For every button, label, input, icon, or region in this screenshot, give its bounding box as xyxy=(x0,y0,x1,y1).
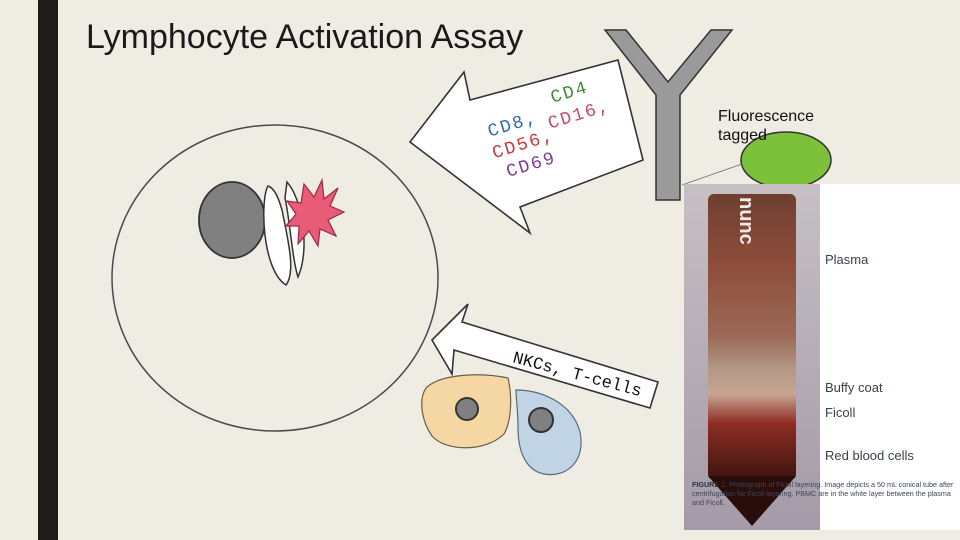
lower-arrow xyxy=(430,303,660,409)
target-cell xyxy=(111,124,439,432)
target-cell-nucleus xyxy=(198,181,266,259)
slide-title: Lymphocyte Activation Assay xyxy=(86,18,524,56)
ficoll-tube-photo: nunc xyxy=(684,184,820,530)
layer-label-ficoll: Ficoll xyxy=(825,405,856,420)
tube-tip xyxy=(708,476,796,526)
fluorescence-label: Fluorescence tagged xyxy=(718,107,814,145)
fluorescence-label-line1: Fluorescence xyxy=(718,108,815,125)
effector-cell-t xyxy=(515,389,582,476)
membrane-fold-left xyxy=(263,185,292,286)
upper-arrow xyxy=(408,59,644,236)
layer-label-red-blood-cells: Red blood cells xyxy=(825,448,914,463)
tag-leader-line xyxy=(681,163,743,186)
layer-label-plasma: Plasma xyxy=(825,252,869,267)
tube-body xyxy=(708,194,796,480)
effector-nucleus-nk xyxy=(455,397,479,421)
layer-label-buffy-coat: Buffy coat xyxy=(825,380,883,395)
figure-caption: FIGURE 1. Photograph of Ficoll layering.… xyxy=(692,480,954,507)
fluorescence-label-line2: tagged xyxy=(718,127,767,144)
effector-nucleus-t xyxy=(528,407,554,433)
figure-caption-lead: FIGURE 1. xyxy=(692,480,728,489)
ficoll-photo-panel: nunc Plasma Buffy coat Ficoll Red blood … xyxy=(684,184,960,530)
lysis-burst xyxy=(284,177,346,248)
figure-caption-text: Photograph of Ficoll layering. Image dep… xyxy=(692,480,954,507)
antibody-icon xyxy=(603,29,734,201)
left-accent-bar xyxy=(38,0,58,540)
tube-brand-text: nunc xyxy=(735,197,757,245)
